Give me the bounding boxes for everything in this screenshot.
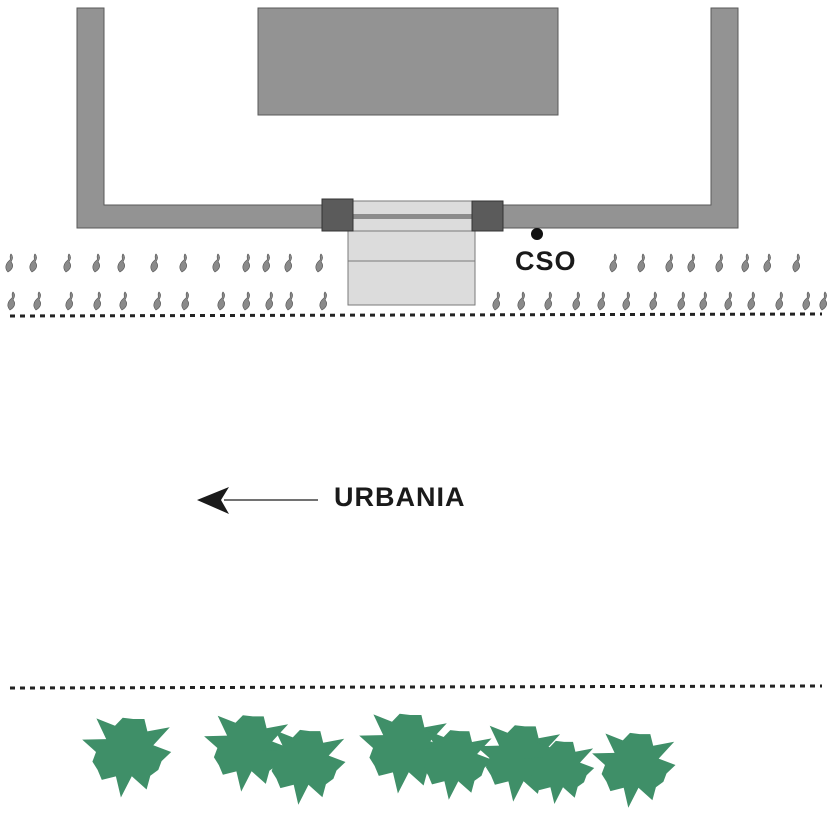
grass-tuft-icon xyxy=(315,253,323,273)
grass-tuft-icon xyxy=(242,253,250,273)
grass-tuft-icon xyxy=(597,291,605,311)
grass-tuft-icon xyxy=(5,253,13,273)
grass-tuft-icon xyxy=(319,291,327,311)
grass-tuft-icon xyxy=(117,253,125,273)
grass-tuft-icon xyxy=(284,253,292,273)
grass-tuft-icon xyxy=(217,291,225,311)
inner-tank xyxy=(257,7,559,116)
bush-icon xyxy=(592,732,676,808)
grass-tuft-icon xyxy=(747,291,755,311)
grass-tuft-icon xyxy=(763,253,771,273)
grass-tuft-icon xyxy=(63,253,71,273)
grass-tuft-icon xyxy=(265,291,273,311)
grass-tuft-icon xyxy=(179,253,187,273)
grass-tuft-icon xyxy=(649,291,657,311)
river-bushes xyxy=(82,713,676,808)
grass-tuft-icon xyxy=(687,253,695,273)
grass-tuft-icon xyxy=(622,291,630,311)
grass-tuft-icon xyxy=(544,291,552,311)
grass-tuft-icon xyxy=(29,253,37,273)
bush-icon xyxy=(204,715,290,792)
grass-tuft-icon xyxy=(609,253,617,273)
cso-point xyxy=(531,228,543,240)
culvert-pipe xyxy=(352,214,473,219)
bush-icon xyxy=(523,740,595,804)
grass-tuft-icon xyxy=(724,291,732,311)
grass-tuft-icon xyxy=(285,291,293,311)
grass-tuft-icon xyxy=(572,291,580,311)
grass-tuft-icon xyxy=(150,253,158,273)
culvert-lower xyxy=(347,230,476,306)
grass-tuft-icon xyxy=(819,291,827,311)
gate-left xyxy=(321,198,354,232)
grass-tuft-icon xyxy=(741,253,749,273)
grass-tuft-icon xyxy=(33,291,41,311)
cso-label: CSO xyxy=(515,246,577,276)
bank-line-north xyxy=(9,312,823,318)
grass-tuft-icon xyxy=(212,253,220,273)
grass-tuft-icon xyxy=(262,253,270,273)
bank-grass xyxy=(5,253,827,311)
grass-tuft-icon xyxy=(677,291,685,311)
bank-line-south xyxy=(9,684,823,690)
bush-icon xyxy=(262,729,346,805)
grass-tuft-icon xyxy=(775,291,783,311)
bush-icon xyxy=(415,730,493,800)
grass-tuft-icon xyxy=(699,291,707,311)
grass-tuft-icon xyxy=(802,291,810,311)
grass-tuft-icon xyxy=(65,291,73,311)
grass-tuft-icon xyxy=(792,253,800,273)
grass-tuft-icon xyxy=(715,253,723,273)
gate-right xyxy=(471,200,504,232)
bush-icon xyxy=(359,713,449,794)
grass-tuft-icon xyxy=(153,291,161,311)
grass-tuft-icon xyxy=(665,253,673,273)
bush-icon xyxy=(82,717,172,798)
grass-tuft-icon xyxy=(517,291,525,311)
arrow-left-icon xyxy=(197,487,229,514)
grass-tuft-icon xyxy=(92,253,100,273)
grass-tuft-icon xyxy=(637,253,645,273)
grass-tuft-icon xyxy=(242,291,250,311)
grass-tuft-icon xyxy=(119,291,127,311)
grass-tuft-icon xyxy=(7,291,15,311)
grass-tuft-icon xyxy=(492,291,500,311)
grass-tuft-icon xyxy=(181,291,189,311)
flow-direction-label: URBANIA xyxy=(334,482,466,512)
grass-tuft-icon xyxy=(93,291,101,311)
